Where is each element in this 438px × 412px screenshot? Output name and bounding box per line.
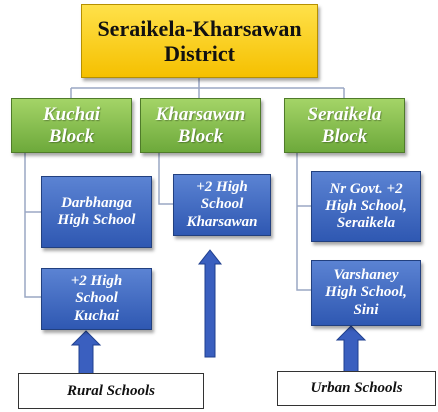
sini-school-box: Varshaney High School, Sini xyxy=(311,260,421,326)
seraikela-block-box: Seraikela Block xyxy=(284,98,405,153)
darbhanga-school-box: Darbhanga High School xyxy=(41,176,152,248)
rural-schools-label: Rural Schools xyxy=(18,373,204,409)
arrow-up-kharsawan xyxy=(197,249,223,358)
kuchai-block-box: Kuchai Block xyxy=(11,98,132,153)
seraikela-school-box: Nr Govt. +2 High School, Seraikela xyxy=(311,171,421,242)
connector-seraikela-tree xyxy=(296,153,311,291)
arrow-up-kuchai xyxy=(70,330,102,379)
district-box: Seraikela-Kharsawan District xyxy=(81,4,318,78)
kharsawan-block-box: Kharsawan Block xyxy=(140,98,261,153)
kharsawan-school-box: +2 High School Kharsawan xyxy=(173,174,271,236)
urban-schools-label: Urban Schools xyxy=(277,371,436,406)
arrow-up-sini xyxy=(335,325,367,375)
connector-kuchai-tree xyxy=(24,153,41,298)
kuchai-school-box: +2 High School Kuchai xyxy=(41,268,152,330)
connector-kharsawan-tree xyxy=(158,153,173,205)
